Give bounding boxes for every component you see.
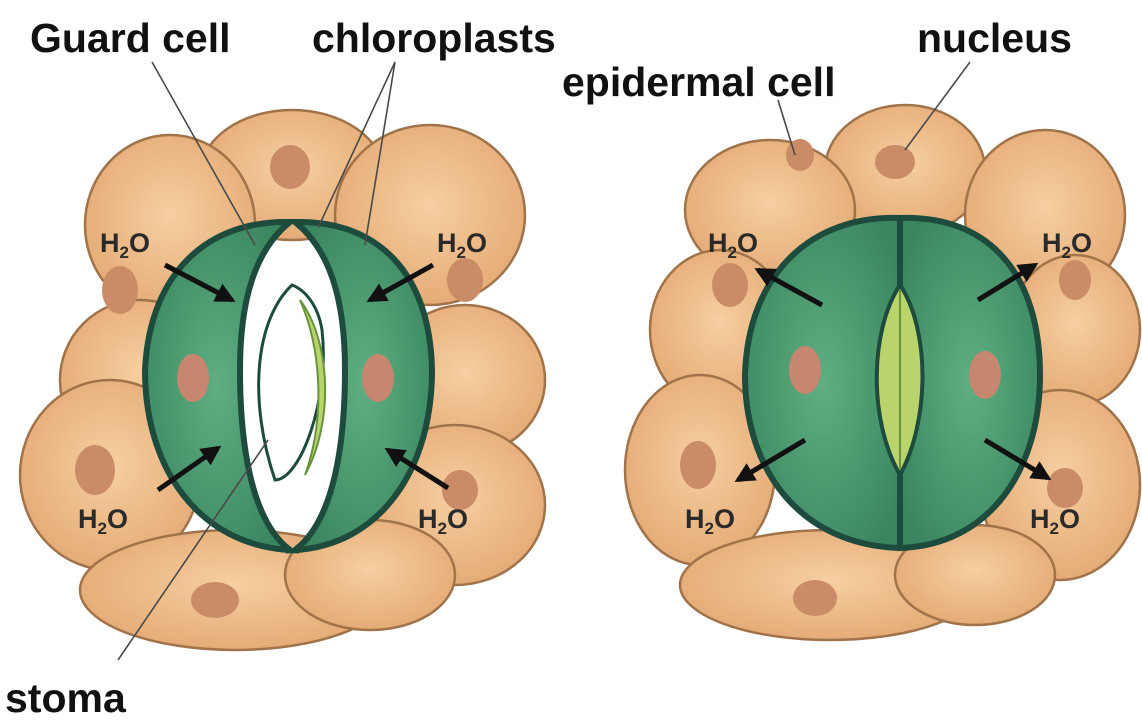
nucleus-label: nucleus — [917, 15, 1072, 61]
epidermal-nucleus — [793, 580, 837, 616]
chloroplasts-label: chloroplasts — [312, 15, 556, 61]
epidermal-nucleus — [680, 441, 716, 489]
guard-nucleus — [362, 354, 394, 402]
guard-nucleus — [969, 351, 1001, 399]
epidermal-nucleus — [102, 266, 138, 314]
guard-cells-left — [145, 222, 432, 550]
closed-stoma — [625, 105, 1140, 640]
guard-cell-label: Guard cell — [30, 15, 231, 61]
guard-nucleus — [177, 354, 209, 402]
epidermal-nucleus — [712, 263, 748, 307]
epidermal-nucleus — [270, 145, 310, 189]
epidermal-nucleus — [875, 145, 915, 179]
epidermal-nucleus — [786, 139, 814, 171]
epidermal-cell-label: epidermal cell — [562, 59, 835, 105]
guard-cells-right — [745, 218, 1040, 548]
epidermal-nucleus — [1047, 468, 1083, 508]
open-stoma — [20, 110, 545, 650]
guard-nucleus — [789, 346, 821, 394]
epidermal-nucleus — [447, 258, 483, 302]
stoma-label: stoma — [5, 675, 127, 721]
epidermal-nucleus — [75, 445, 115, 495]
epidermal-nucleus — [191, 582, 239, 618]
epidermal-nucleus — [1059, 260, 1091, 300]
